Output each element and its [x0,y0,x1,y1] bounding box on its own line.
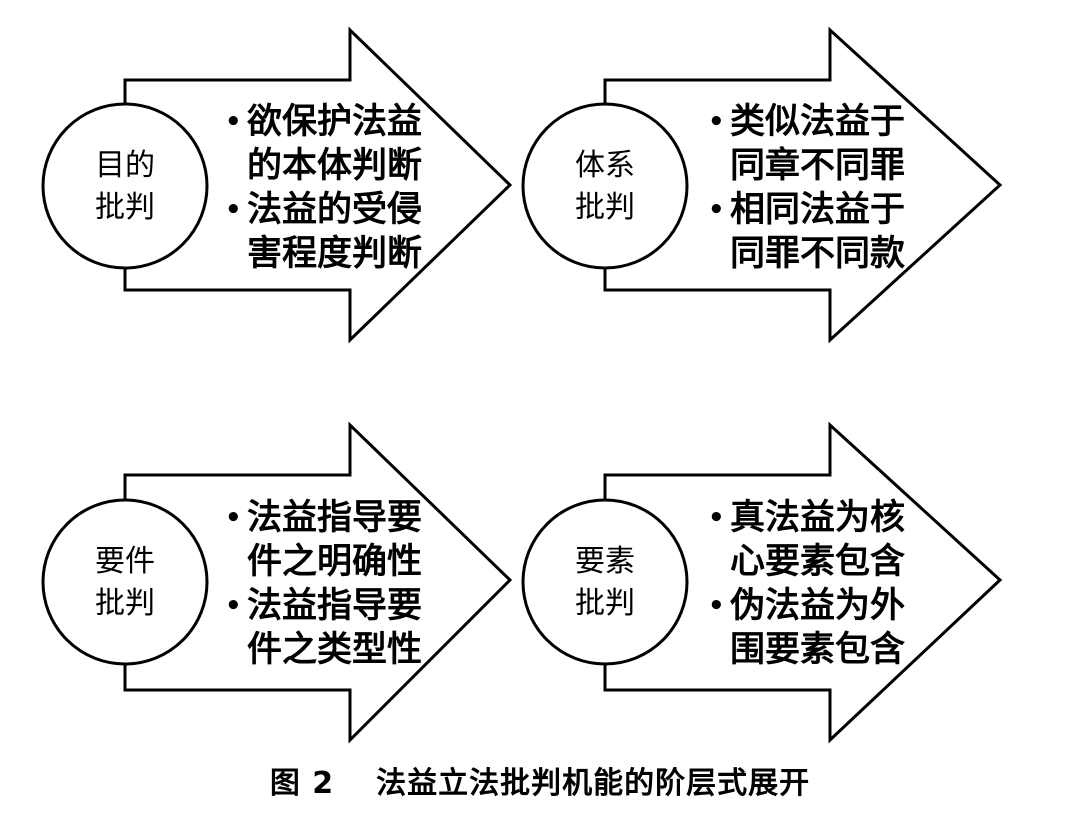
panel-4-arrow [603,421,1003,744]
panel-2-bullets: •类似法益于 同章不同罪 •相同法益于 同罪不同款 [708,100,905,276]
panel-3-label: 要件 批判 [70,541,180,625]
bullet-1-line-1: 真法益为核 [730,498,906,538]
bullet-1-line-2: 同章不同罪 [730,146,906,186]
panel-1-label-line-1: 目的 [95,148,155,183]
bullet-1-line-1: 类似法益于 [730,102,906,142]
bullet-dot: • [225,591,242,621]
bullet-2-line-2: 害程度判断 [247,234,423,274]
bullet-1-line-2: 心要素包含 [730,542,906,582]
bullet-1-line-1: 法益指导要 [247,498,423,538]
bullet-2-line-1: 法益指导要 [247,586,423,626]
figure-caption: 图 2 法益立法批判机能的阶层式展开 [0,758,1080,802]
panel-1-circle [41,102,209,270]
panel-2-label: 体系 批判 [550,145,660,229]
bullet-1-line-2: 件之明确性 [247,542,423,582]
bullet-1-line-1: 欲保护法益 [247,102,423,142]
panel-1-bullets: •欲保护法益 的本体判断 •法益的受侵 害程度判断 [225,100,422,276]
panel-4-bullets: •真法益为核 心要素包含 •伪法益为外 围要素包含 [708,496,905,672]
panel-2-label-line-2: 批判 [575,190,635,225]
bullet-dot: • [225,503,242,533]
panel-4-label-line-2: 批判 [575,586,635,621]
bullet-2-line-2: 同罪不同款 [730,234,906,274]
panel-4-label-line-1: 要素 [575,544,635,579]
bullet-dot: • [225,195,242,225]
panel-1-arrow [123,26,513,344]
panel-3-label-line-1: 要件 [95,544,155,579]
bullet-2-line-1: 相同法益于 [730,190,906,230]
bullet-1-line-2: 的本体判断 [247,146,423,186]
bullet-2-line-1: 法益的受侵 [247,190,423,230]
panel-2-circle [521,102,689,270]
panel-3-bullets: •法益指导要 件之明确性 •法益指导要 件之类型性 [225,496,422,672]
bullet-2-line-2: 围要素包含 [730,630,906,670]
panel-3-circle [41,498,209,666]
figure-title: 法益立法批判机能的阶层式展开 [376,766,811,801]
bullet-dot: • [708,591,725,621]
bullet-dot: • [708,195,725,225]
panel-4-label: 要素 批判 [550,541,660,625]
panel-1-label-line-2: 批判 [95,190,155,225]
bullet-dot: • [708,503,725,533]
bullet-2-line-1: 伪法益为外 [730,586,906,626]
bullet-dot: • [225,107,242,137]
panel-1-label: 目的 批判 [70,145,180,229]
bullet-2-line-2: 件之类型性 [247,630,423,670]
panel-4-circle [521,498,689,666]
bullet-dot: • [708,107,725,137]
panel-2-arrow [603,26,1003,344]
panel-3-label-line-2: 批判 [95,586,155,621]
panel-2-label-line-1: 体系 [575,148,635,183]
panel-3-arrow [123,421,513,744]
figure-number: 图 2 [269,766,335,801]
